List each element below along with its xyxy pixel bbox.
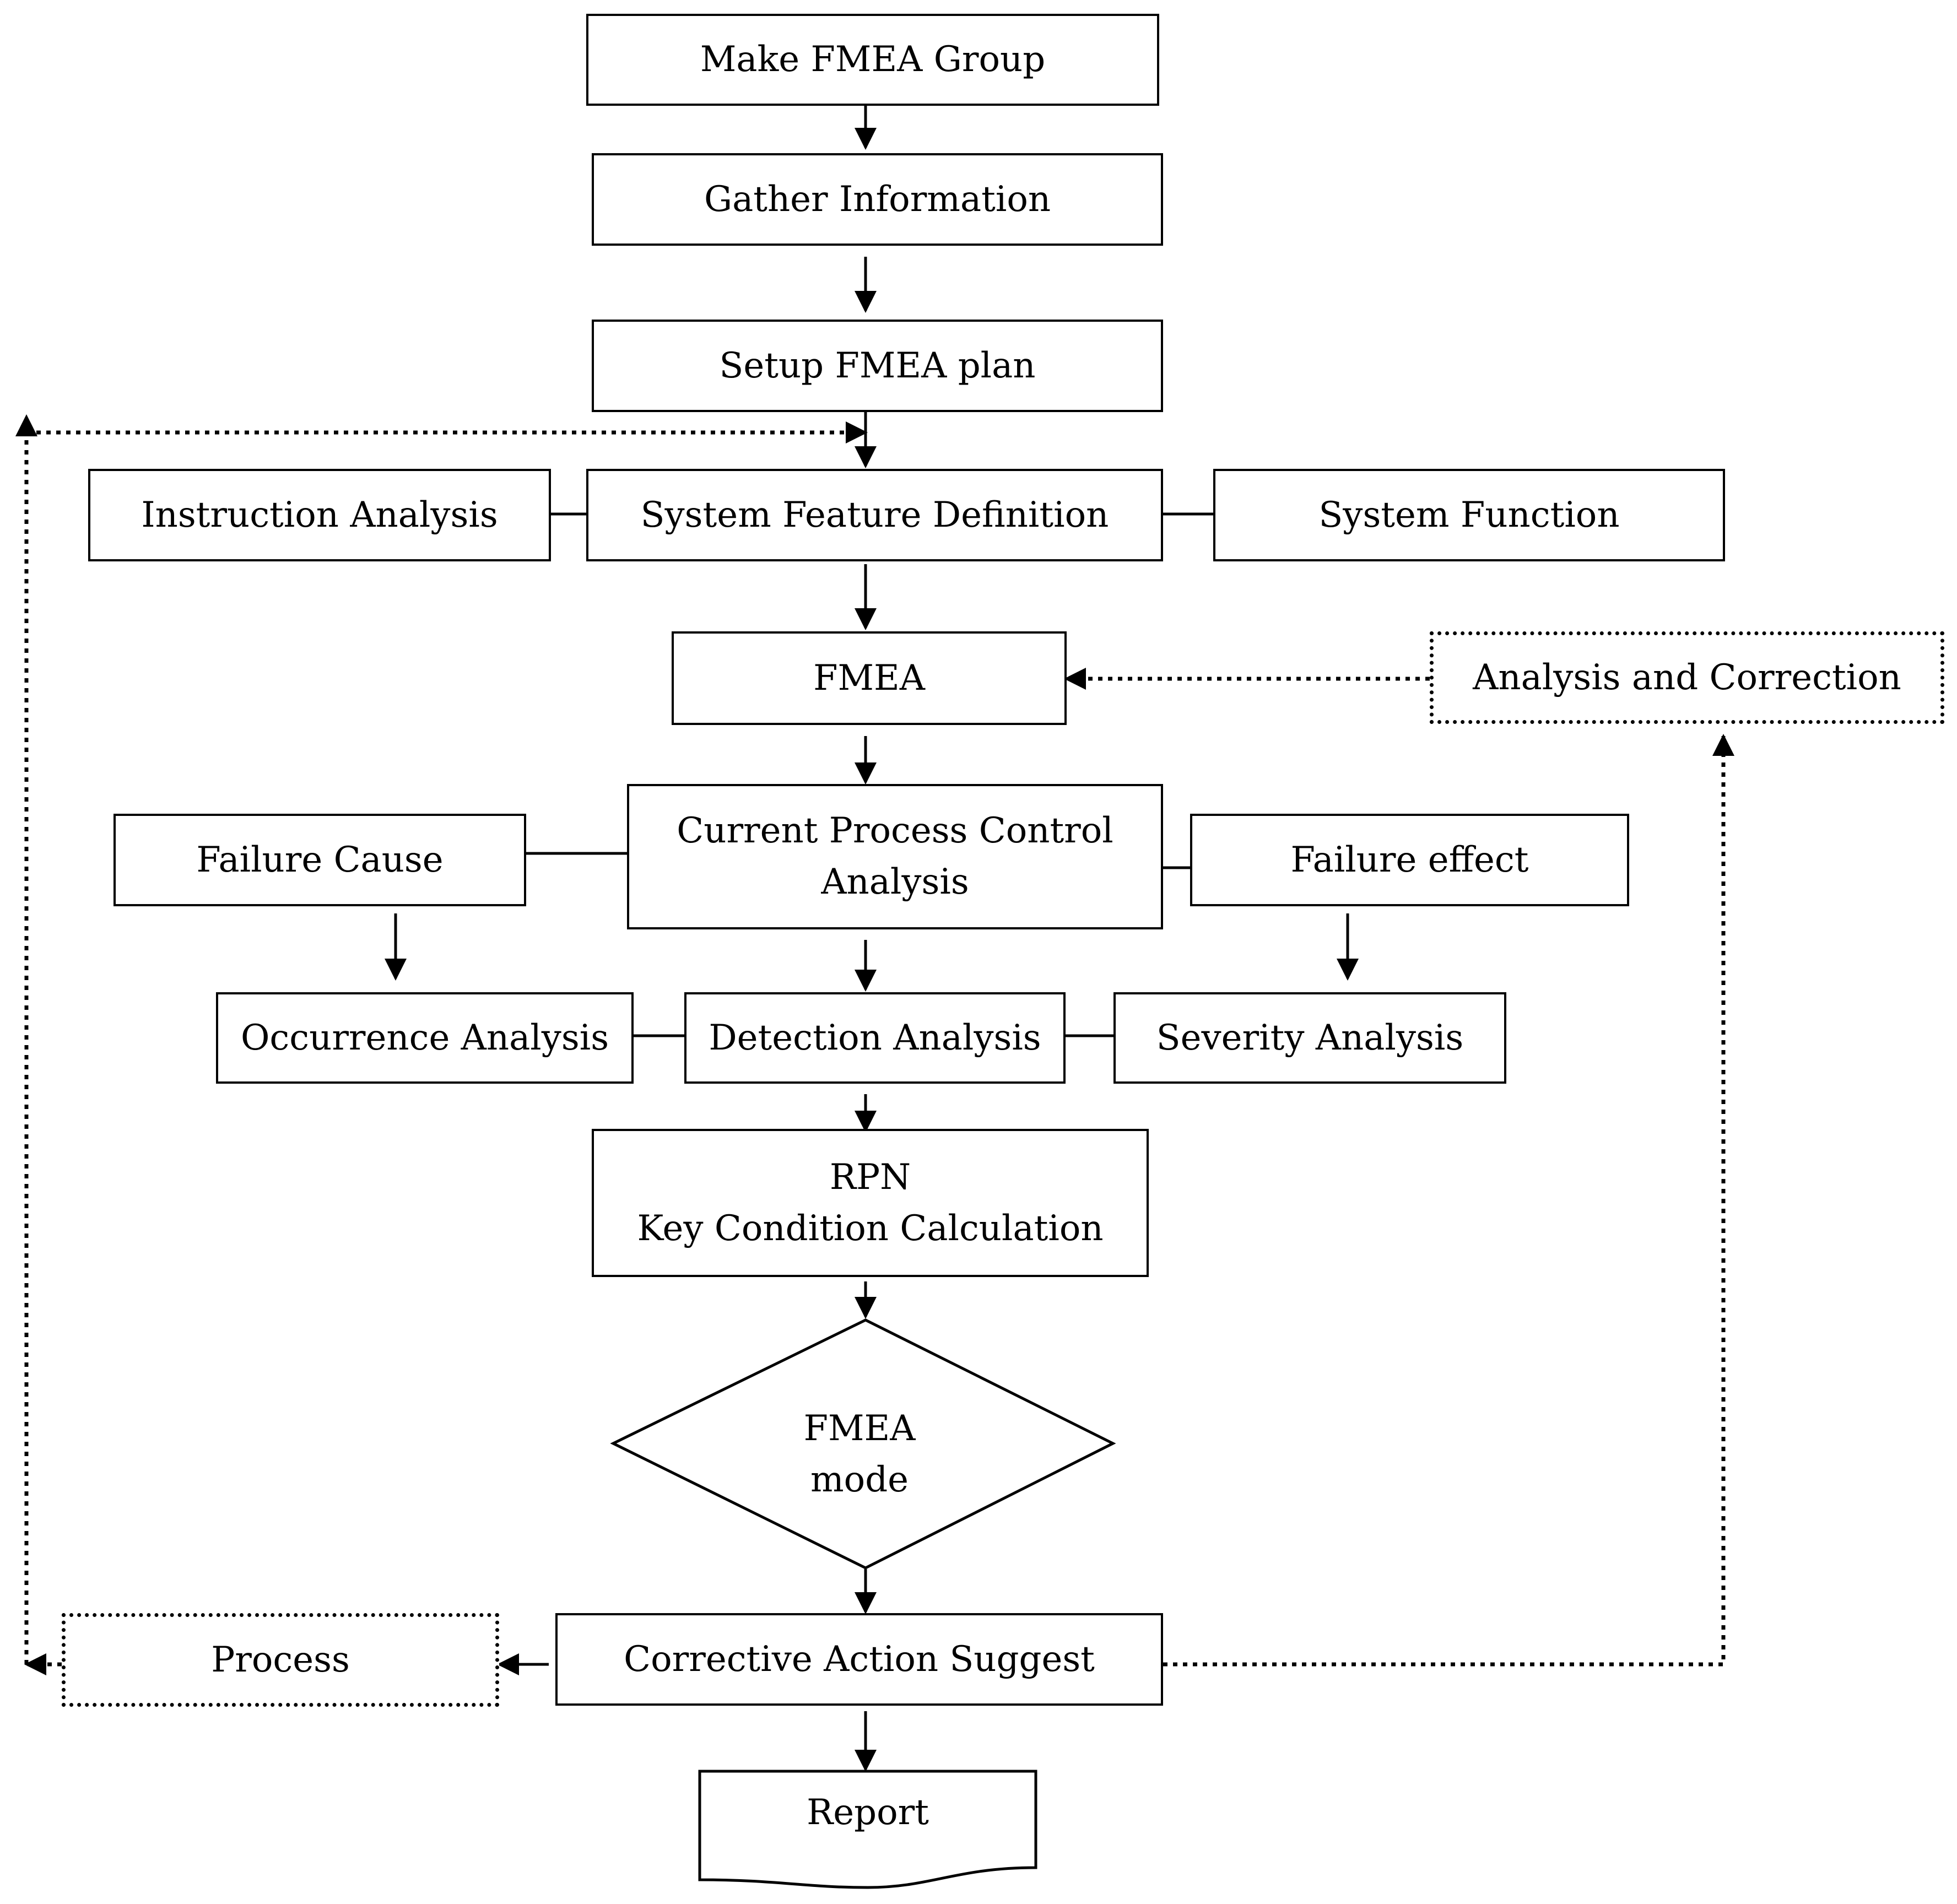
instruction-analysis-box: Instruction Analysis [88,469,551,561]
instruction-analysis-label: Instruction Analysis [141,494,498,536]
make-fmea-group-label: Make FMEA Group [700,39,1046,80]
detection-analysis-box: Detection Analysis [684,992,1066,1084]
process-box: Process [62,1613,499,1707]
gather-information-label: Gather Information [704,178,1051,220]
analysis-and-correction-box: Analysis and Correction [1430,631,1944,724]
occurrence-analysis-box: Occurrence Analysis [216,992,634,1084]
detection-analysis-label: Detection Analysis [709,1017,1041,1058]
system-function-label: System Function [1318,494,1620,536]
rpn-key-condition-calculation-box: RPN Key Condition Calculation [592,1129,1149,1277]
make-fmea-group-box: Make FMEA Group [586,14,1159,106]
severity-analysis-label: Severity Analysis [1156,1017,1464,1058]
setup-fmea-plan-box: Setup FMEA plan [592,320,1163,412]
fmea-box: FMEA [672,631,1067,725]
failure-effect-label: Failure effect [1290,839,1529,880]
report-label: Report [807,1792,929,1833]
occurrence-analysis-label: Occurrence Analysis [240,1017,609,1058]
setup-fmea-plan-label: Setup FMEA plan [719,345,1036,386]
fmea-label: FMEA [813,657,925,699]
corrective-action-suggest-label: Corrective Action Suggest [624,1638,1095,1680]
rpn-key-condition-calculation-label: RPN Key Condition Calculation [637,1156,1104,1249]
current-process-control-analysis-label: Current Process Control Analysis [677,810,1113,902]
fmea-mode-diamond [610,1318,1116,1570]
current-process-control-analysis-box: Current Process Control Analysis [627,784,1163,929]
process-label: Process [211,1639,350,1680]
report-document-shape [698,1770,1037,1889]
analysis-and-correction-label: Analysis and Correction [1473,657,1901,698]
gather-information-box: Gather Information [592,153,1163,246]
system-feature-definition-label: System Feature Definition [640,494,1109,536]
failure-effect-box: Failure effect [1190,814,1629,906]
fmea-mode-label: FMEA mode [803,1408,916,1500]
system-function-box: System Function [1213,469,1725,561]
severity-analysis-box: Severity Analysis [1113,992,1506,1084]
corrective-action-suggest-box: Corrective Action Suggest [555,1613,1163,1706]
system-feature-definition-box: System Feature Definition [586,469,1163,561]
failure-cause-label: Failure Cause [196,839,444,880]
failure-cause-box: Failure Cause [113,814,526,906]
